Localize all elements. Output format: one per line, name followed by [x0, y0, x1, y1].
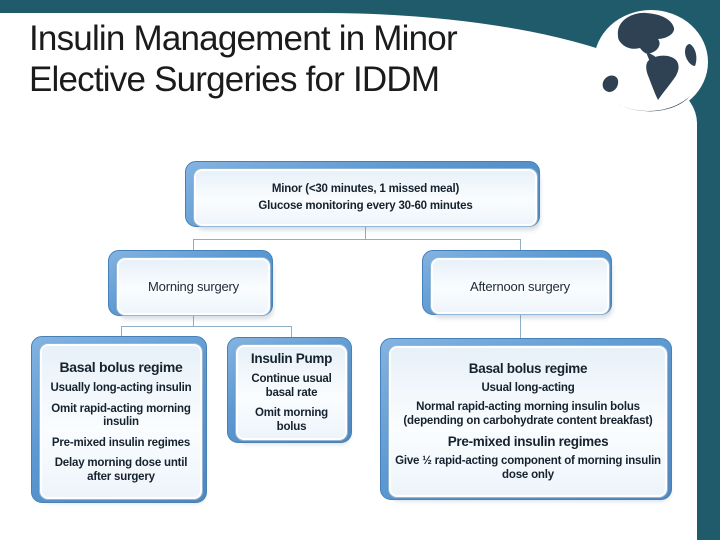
slide-title: Insulin Management in Minor Elective Sur… [29, 18, 589, 100]
leaf-basal-morning-heading: Basal bolus regime [59, 359, 183, 375]
leaf-basal-morning-item: Delay morning dose until after surgery [54, 457, 188, 483]
leaf-basal-afternoon-heading-2: Pre-mixed insulin regimes [447, 434, 609, 450]
globe-icon [594, 10, 708, 114]
leaf-basal-afternoon-item: Normal rapid-acting morning insulin bolu… [403, 401, 653, 427]
connector-level2-horizontal [121, 326, 292, 327]
root-node-line-2: Glucose monitoring every 30-60 minutes [258, 199, 473, 212]
connector-root-stem [365, 227, 366, 240]
leaf-basal-afternoon-item: Give ½ rapid-acting component of morning… [395, 455, 661, 481]
connector-level1-horizontal [193, 239, 521, 240]
leaf-basal-afternoon: Basal bolus regime Usual long-acting Nor… [388, 345, 668, 498]
root-node: Minor (<30 minutes, 1 missed meal) Gluco… [193, 168, 538, 227]
root-node-line-1: Minor (<30 minutes, 1 missed meal) [271, 182, 460, 195]
leaf-insulin-pump-item: Omit morning bolus [255, 407, 328, 433]
branch-morning-label: Morning surgery [148, 279, 239, 294]
leaf-basal-afternoon-heading-1: Basal bolus regime [468, 360, 588, 376]
connector-afternoon-stem [520, 315, 521, 339]
leaf-basal-morning-item: Pre-mixed insulin regimes [51, 436, 191, 449]
leaf-basal-afternoon-item: Usual long-acting [481, 381, 575, 394]
leaf-basal-morning: Basal bolus regime Usually long-acting i… [39, 343, 203, 500]
leaf-insulin-pump-item: Continue usual basal rate [251, 373, 332, 399]
branch-morning: Morning surgery [116, 257, 271, 316]
connector-drop-basal-morning [121, 326, 122, 337]
leaf-basal-morning-item: Usually long-acting insulin [50, 382, 192, 394]
slide-title-line-1: Insulin Management in Minor [29, 19, 458, 58]
leaf-basal-morning-item: Omit rapid-acting morning insulin [51, 402, 191, 429]
connector-drop-afternoon [520, 239, 521, 251]
connector-drop-insulin-pump [291, 326, 292, 338]
connector-morning-stem [193, 316, 194, 327]
connector-drop-morning [193, 239, 194, 251]
leaf-insulin-pump-heading: Insulin Pump [250, 351, 333, 366]
leaf-insulin-pump: Insulin Pump Continue usual basal rate O… [235, 344, 348, 441]
branch-afternoon-label: Afternoon surgery [470, 278, 570, 294]
branch-afternoon: Afternoon surgery [430, 257, 610, 315]
slide-title-line-2: Elective Surgeries for IDDM [29, 60, 440, 99]
